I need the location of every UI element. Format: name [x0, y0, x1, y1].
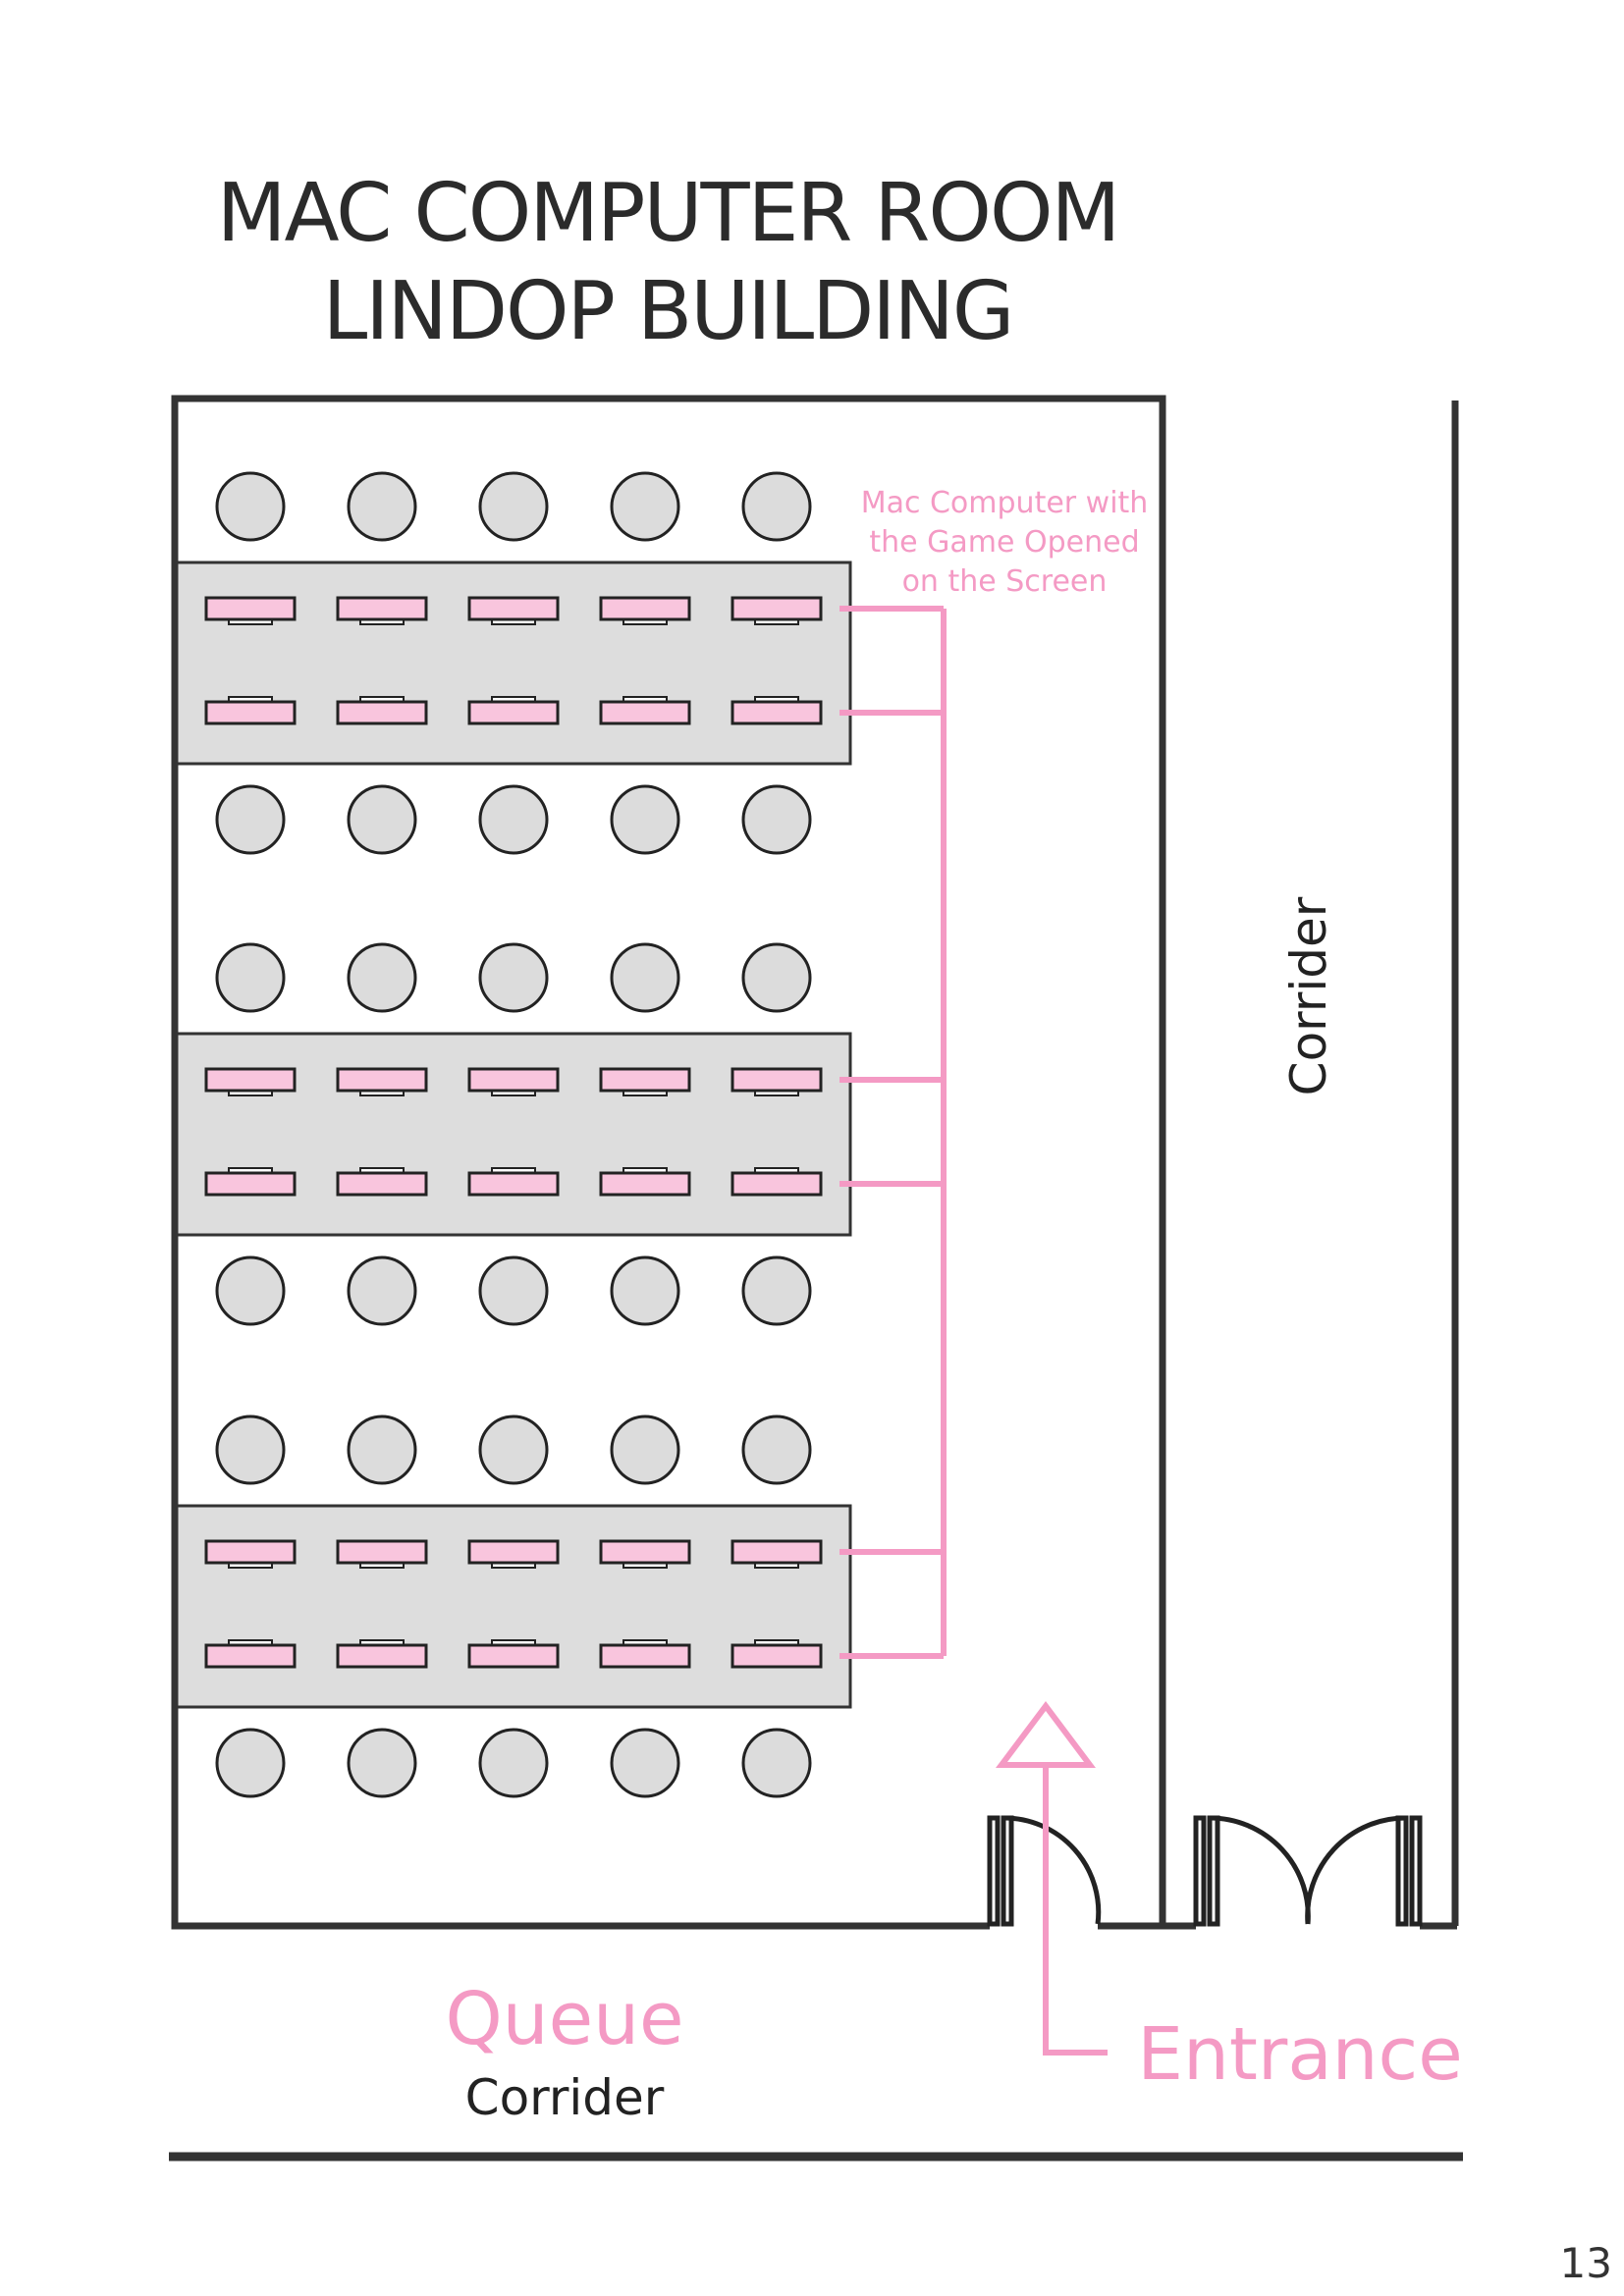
page-number: 13 [1560, 2239, 1612, 2287]
chair [741, 1255, 812, 1326]
title-line-2: LINDOP BUILDING [323, 265, 1013, 358]
corridor-bottom-label: Corrider [465, 2069, 665, 2126]
door-frame [1395, 1815, 1409, 1927]
entrance-label: Entrance [1137, 2012, 1463, 2097]
chair [215, 784, 286, 855]
mac-monitor [467, 700, 560, 725]
chair [478, 1255, 549, 1326]
desk-group [175, 1415, 852, 1798]
chair [478, 1415, 549, 1485]
chair [741, 942, 812, 1013]
mac-monitor [467, 1067, 560, 1093]
mac-monitor [204, 700, 297, 725]
desk-group [175, 942, 852, 1326]
mac-monitor [599, 1539, 691, 1565]
chair [215, 1255, 286, 1326]
desk-table [175, 1032, 852, 1237]
chair [347, 942, 417, 1013]
mac-monitor [599, 1171, 691, 1197]
chair [347, 784, 417, 855]
mac-monitor [336, 1067, 428, 1093]
chair [610, 1415, 680, 1485]
mac-monitor [336, 1643, 428, 1669]
mac-monitor [467, 1539, 560, 1565]
furniture [175, 471, 852, 1798]
mac-monitor [599, 1067, 691, 1093]
desk-table [175, 1504, 852, 1709]
mac-monitor [731, 700, 823, 725]
mac-monitor [336, 596, 428, 621]
mac-monitor [731, 1067, 823, 1093]
annotation-line-2: the Game Opened [869, 525, 1139, 560]
mac-monitor [599, 596, 691, 621]
doors [987, 1815, 1423, 1927]
door-frame [1193, 1815, 1207, 1927]
chair [741, 471, 812, 542]
mac-monitor [731, 1171, 823, 1197]
chair [215, 1728, 286, 1798]
door-swing [1305, 1815, 1407, 1925]
chair [610, 1255, 680, 1326]
chair [347, 1415, 417, 1485]
chair [215, 1415, 286, 1485]
chair [347, 1728, 417, 1798]
mac-monitor [599, 1643, 691, 1669]
desk-group [175, 471, 852, 855]
mac-monitor [336, 700, 428, 725]
room-entrance-door [987, 1815, 1102, 1927]
chair [215, 942, 286, 1013]
entrance-arrow [996, 1701, 1108, 2056]
door-frame [1207, 1815, 1220, 1927]
chair [478, 784, 549, 855]
chair [741, 784, 812, 855]
door-frame [987, 1815, 1001, 1927]
chair [478, 1728, 549, 1798]
queue-label: Queue [445, 1977, 683, 2061]
door-swing [1209, 1815, 1311, 1925]
mac-monitor [204, 1539, 297, 1565]
chair [610, 471, 680, 542]
chair [741, 1728, 812, 1798]
chair [741, 1415, 812, 1485]
room-outline [171, 395, 1166, 1930]
chair [610, 1728, 680, 1798]
title-line-1: MAC COMPUTER ROOM [217, 167, 1119, 260]
entrance-arrow-path [1043, 1765, 1108, 2056]
mac-monitor [204, 596, 297, 621]
mac-monitor [599, 700, 691, 725]
mac-monitor [731, 596, 823, 621]
mac-monitor [204, 1067, 297, 1093]
chair [347, 471, 417, 542]
mac-monitor [731, 1539, 823, 1565]
annotation-line-3: on the Screen [902, 564, 1108, 599]
mac-monitor [204, 1643, 297, 1669]
mac-monitor [467, 596, 560, 621]
chair [478, 942, 549, 1013]
corridor-right-label: Corrider [1280, 896, 1337, 1095]
mac-monitor [467, 1643, 560, 1669]
mac-monitor [204, 1171, 297, 1197]
door-swing [1002, 1815, 1102, 1925]
chair [610, 784, 680, 855]
annotation-leaders [839, 606, 947, 1659]
corridor-double-door [1193, 1815, 1423, 1927]
room-walls [169, 395, 1463, 2162]
desk-table [175, 561, 852, 766]
annotation-line-1: Mac Computer with [861, 486, 1149, 520]
mac-monitor [731, 1643, 823, 1669]
mac-monitor [336, 1171, 428, 1197]
chair [347, 1255, 417, 1326]
chair [215, 471, 286, 542]
door-frame [1001, 1815, 1014, 1927]
entrance-arrow-head [996, 1701, 1096, 1768]
door-frame [1409, 1815, 1423, 1927]
chair [478, 471, 549, 542]
mac-monitor [467, 1171, 560, 1197]
mac-monitor [336, 1539, 428, 1565]
chair [610, 942, 680, 1013]
